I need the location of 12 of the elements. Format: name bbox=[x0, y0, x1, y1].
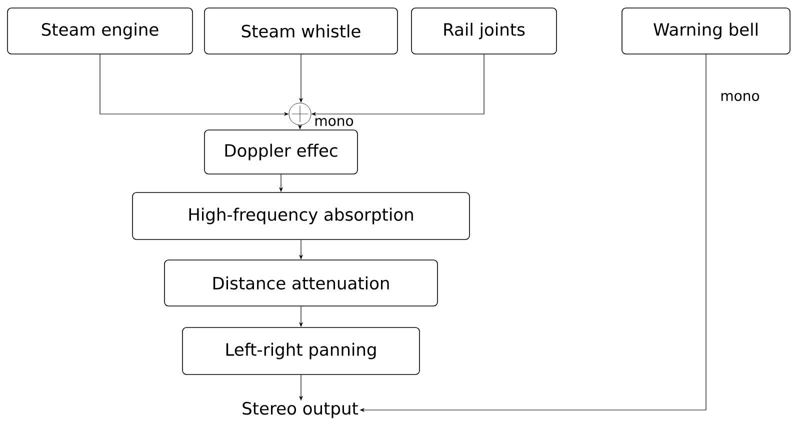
edge-label: mono bbox=[313, 116, 355, 128]
process-box: Steam engine bbox=[7, 8, 193, 54]
process-box: Distance attenuation bbox=[164, 260, 438, 306]
output-label: Stereo output bbox=[242, 402, 358, 418]
process-box: Steam whistle bbox=[204, 8, 398, 54]
process-box: Left-right panning bbox=[182, 327, 420, 375]
edge-label: mono bbox=[719, 92, 761, 102]
process-box: Rail joints bbox=[411, 8, 557, 54]
process-box: Doppler effec bbox=[204, 130, 358, 174]
process-box: Warning bell bbox=[622, 8, 790, 54]
process-box: High-frequency absorption bbox=[132, 192, 470, 240]
sum-junction bbox=[288, 102, 312, 126]
